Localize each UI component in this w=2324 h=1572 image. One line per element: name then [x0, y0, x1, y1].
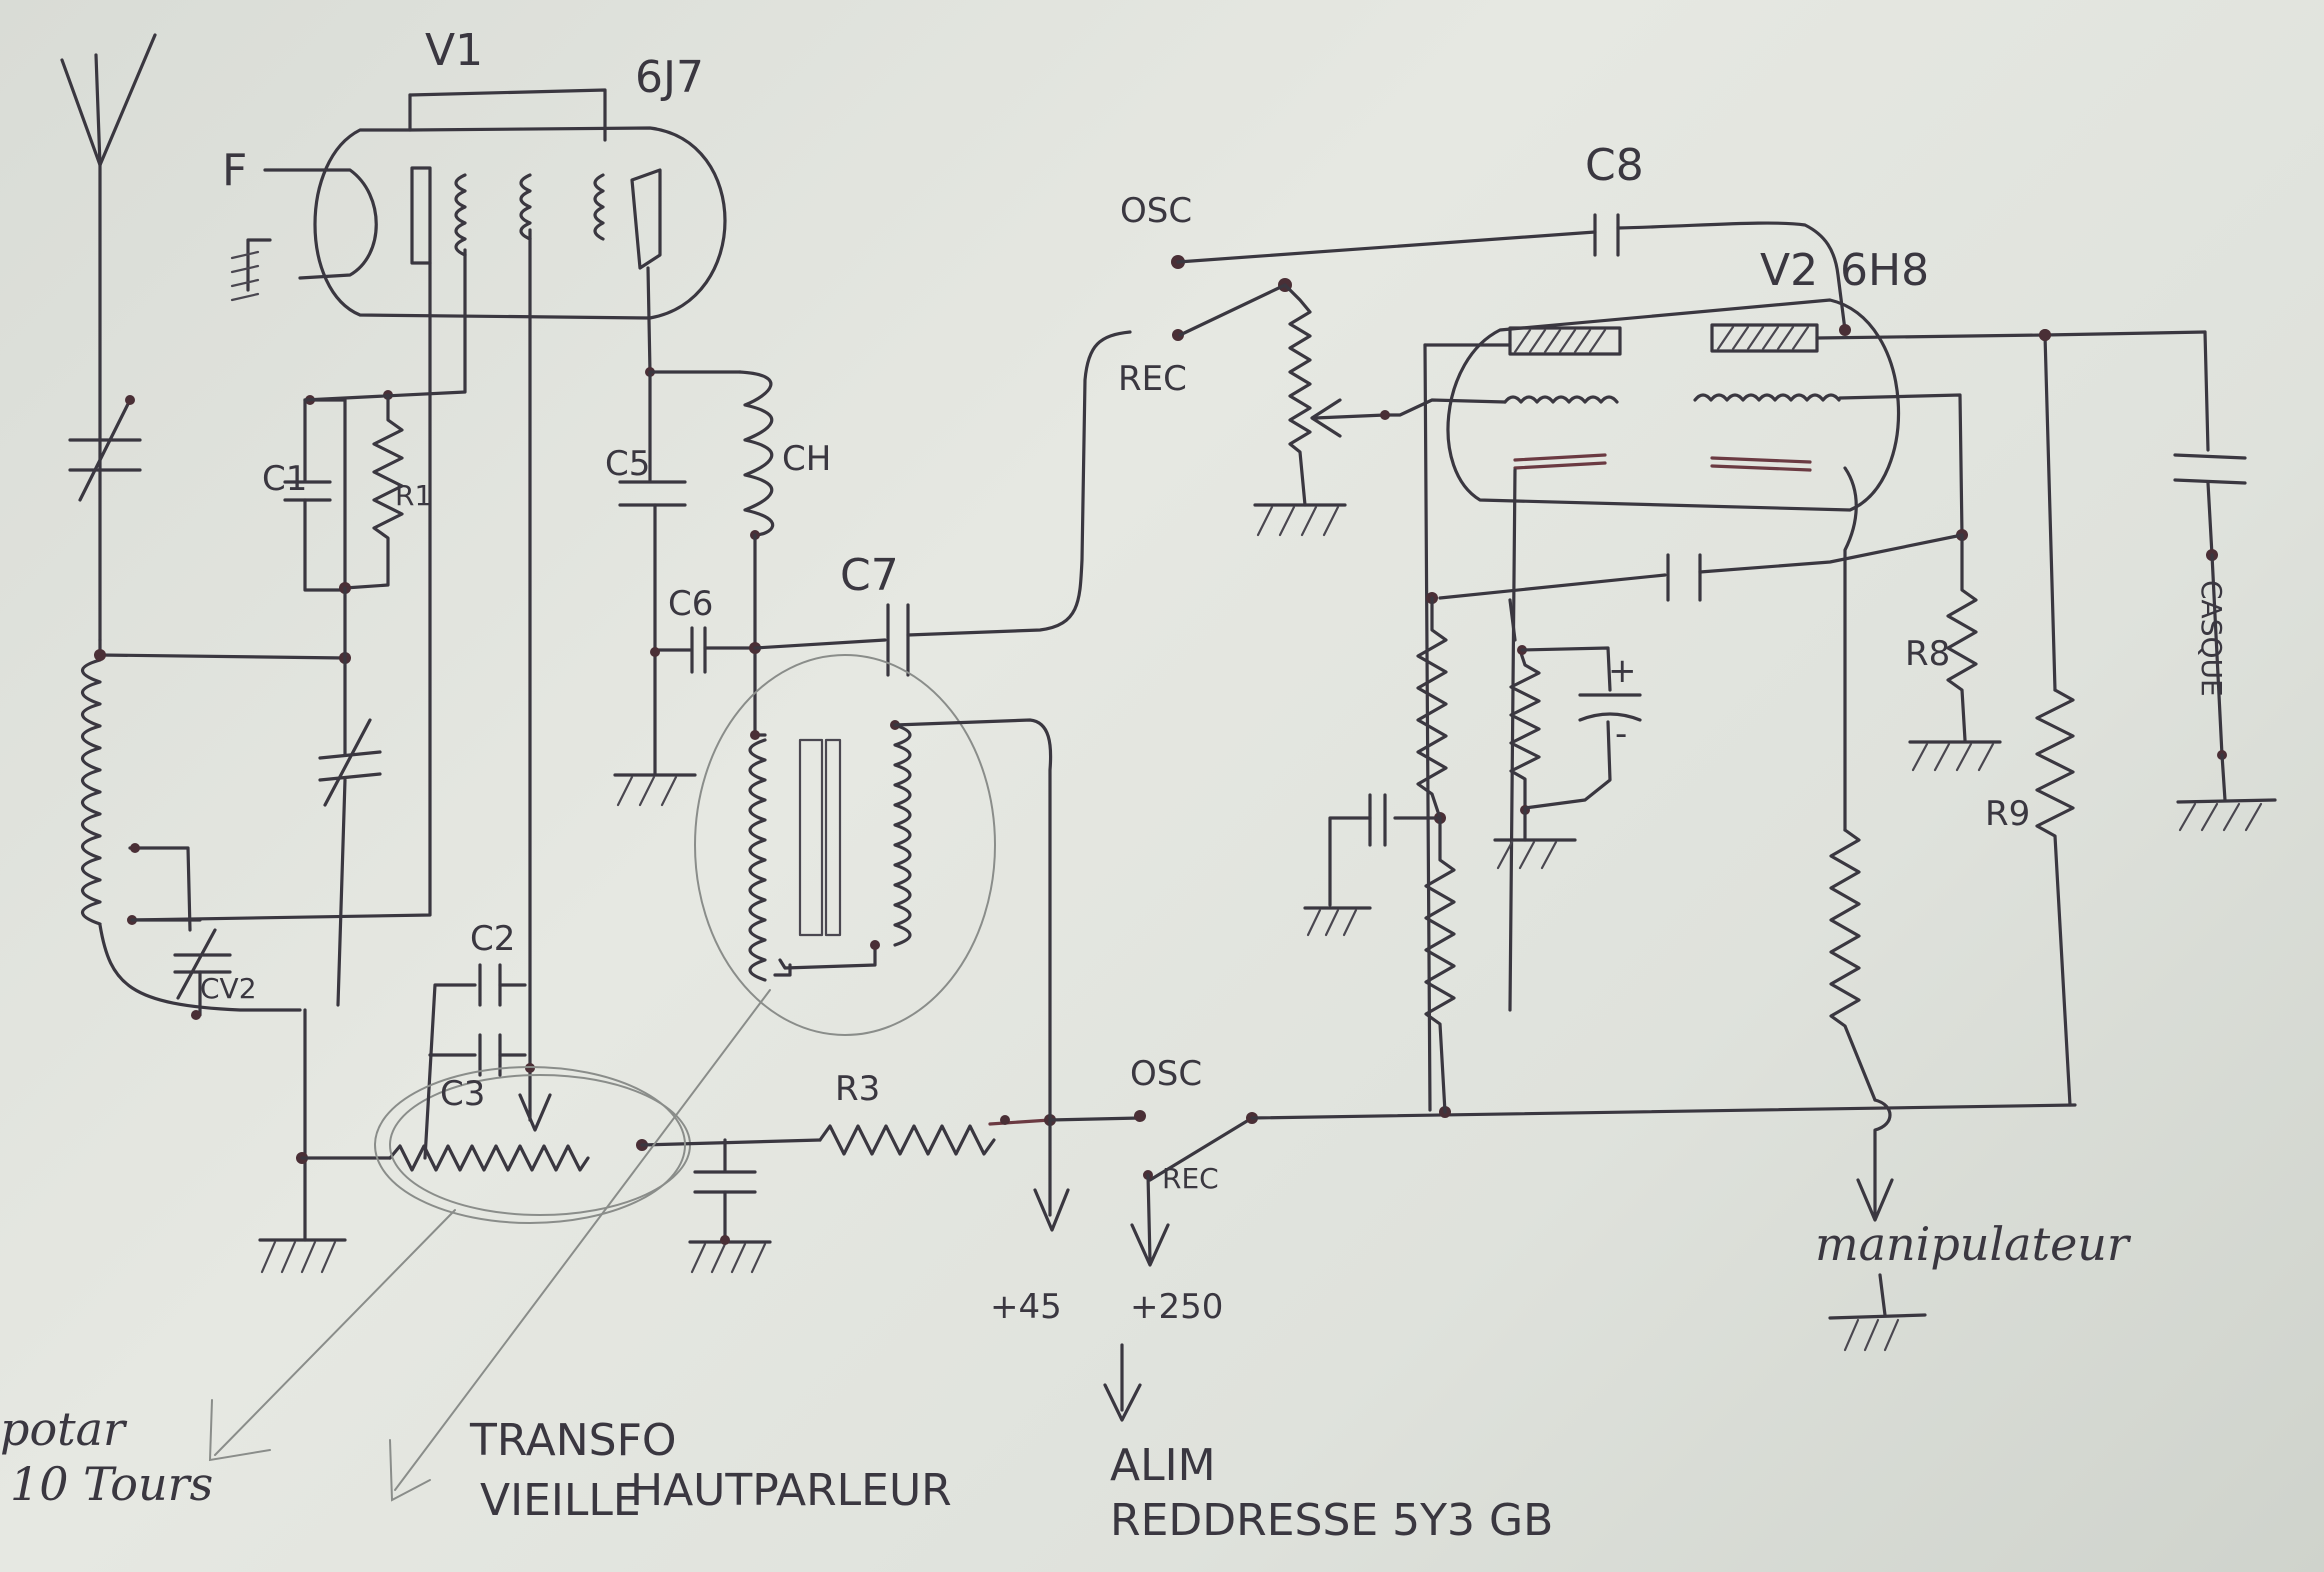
- headphone-capacitor: [2173, 330, 2277, 832]
- transfo-note-line2: VIEILLE: [480, 1475, 641, 1526]
- c1-r1-grid-leak: [283, 248, 467, 660]
- r3-label: R3: [835, 1069, 880, 1109]
- r9-label: R9: [1985, 794, 2030, 834]
- cv2-label: CV2: [200, 972, 257, 1005]
- potentiometer-10-turns: [300, 228, 691, 1216]
- c6-c7-coupling: [650, 330, 1132, 677]
- cathode-tap-wire: [130, 261, 432, 922]
- filament-label: F: [222, 145, 247, 196]
- tank-top-wire: [98, 653, 347, 660]
- plus-sign-label: +: [1608, 651, 1637, 691]
- c2-c3-capacitors: [423, 963, 535, 1160]
- potar-note-line1: potar: [0, 1402, 128, 1456]
- antenna-variable-capacitor: [68, 395, 142, 502]
- v1-tube: [230, 88, 727, 320]
- manipulateur-ground: [1828, 1273, 1927, 1352]
- v2-wiring: [1380, 329, 2207, 1118]
- v2-type-label: 6H8: [1840, 245, 1929, 296]
- c8-label: C8: [1585, 140, 1644, 191]
- r1-label: R1: [395, 479, 432, 512]
- supply-switch: [1048, 1103, 2077, 1422]
- cathode-rc-network: [1493, 598, 1642, 870]
- ch-label: CH: [782, 439, 831, 479]
- casque-label: CASQUE: [2195, 580, 2228, 697]
- rec-top-label: REC: [1118, 359, 1187, 399]
- c3-label: C3: [440, 1074, 485, 1114]
- annotation-arrows: [208, 989, 771, 1502]
- r9-resistor: [2035, 329, 2075, 1107]
- left-ground: [258, 1008, 347, 1274]
- osc-rec-switch: [1171, 213, 1851, 537]
- v1-plate-circuit: [613, 266, 775, 807]
- v1-type-label: 6J7: [635, 52, 704, 103]
- manipulateur-label: manipulateur: [1815, 1217, 2132, 1271]
- alim-note-line1: ALIM: [1110, 1440, 1216, 1491]
- v2-left-divider: [1303, 596, 1456, 1114]
- c5-label: C5: [605, 444, 650, 484]
- c1-label: C1: [262, 459, 307, 499]
- antenna-symbol: [60, 33, 157, 642]
- rec-bottom-label: REC: [1162, 1162, 1219, 1195]
- osc-bottom-label: OSC: [1130, 1054, 1202, 1094]
- r3-resistor: [818, 1114, 1056, 1156]
- plus45-label: +45: [990, 1287, 1062, 1327]
- r8-resistor: [1908, 533, 2002, 772]
- r8-label: R8: [1905, 634, 1950, 674]
- main-tuning-capacitor: [318, 656, 382, 1007]
- transfo-note-line1: TRANSFO: [469, 1415, 677, 1466]
- transfo-note-line2b: HAUTPARLEUR: [630, 1465, 952, 1516]
- potar-note-line2: 10 Tours: [10, 1457, 213, 1511]
- decoupling-capacitor: [640, 1138, 822, 1274]
- c2-label: C2: [470, 919, 515, 959]
- alim-note-line2: REDDRESSE 5Y3 GB: [1110, 1495, 1553, 1546]
- osc-top-label: OSC: [1120, 191, 1192, 231]
- c6-label: C6: [668, 584, 713, 624]
- audio-transformer: [694, 654, 1070, 1232]
- v2-label: V2: [1760, 245, 1818, 296]
- c7-label: C7: [840, 550, 899, 601]
- plate-load-resistor: [1829, 828, 1894, 1222]
- minus-sign-label: -: [1615, 714, 1627, 754]
- plus250-label: +250: [1130, 1287, 1223, 1327]
- v1-label: V1: [425, 25, 483, 76]
